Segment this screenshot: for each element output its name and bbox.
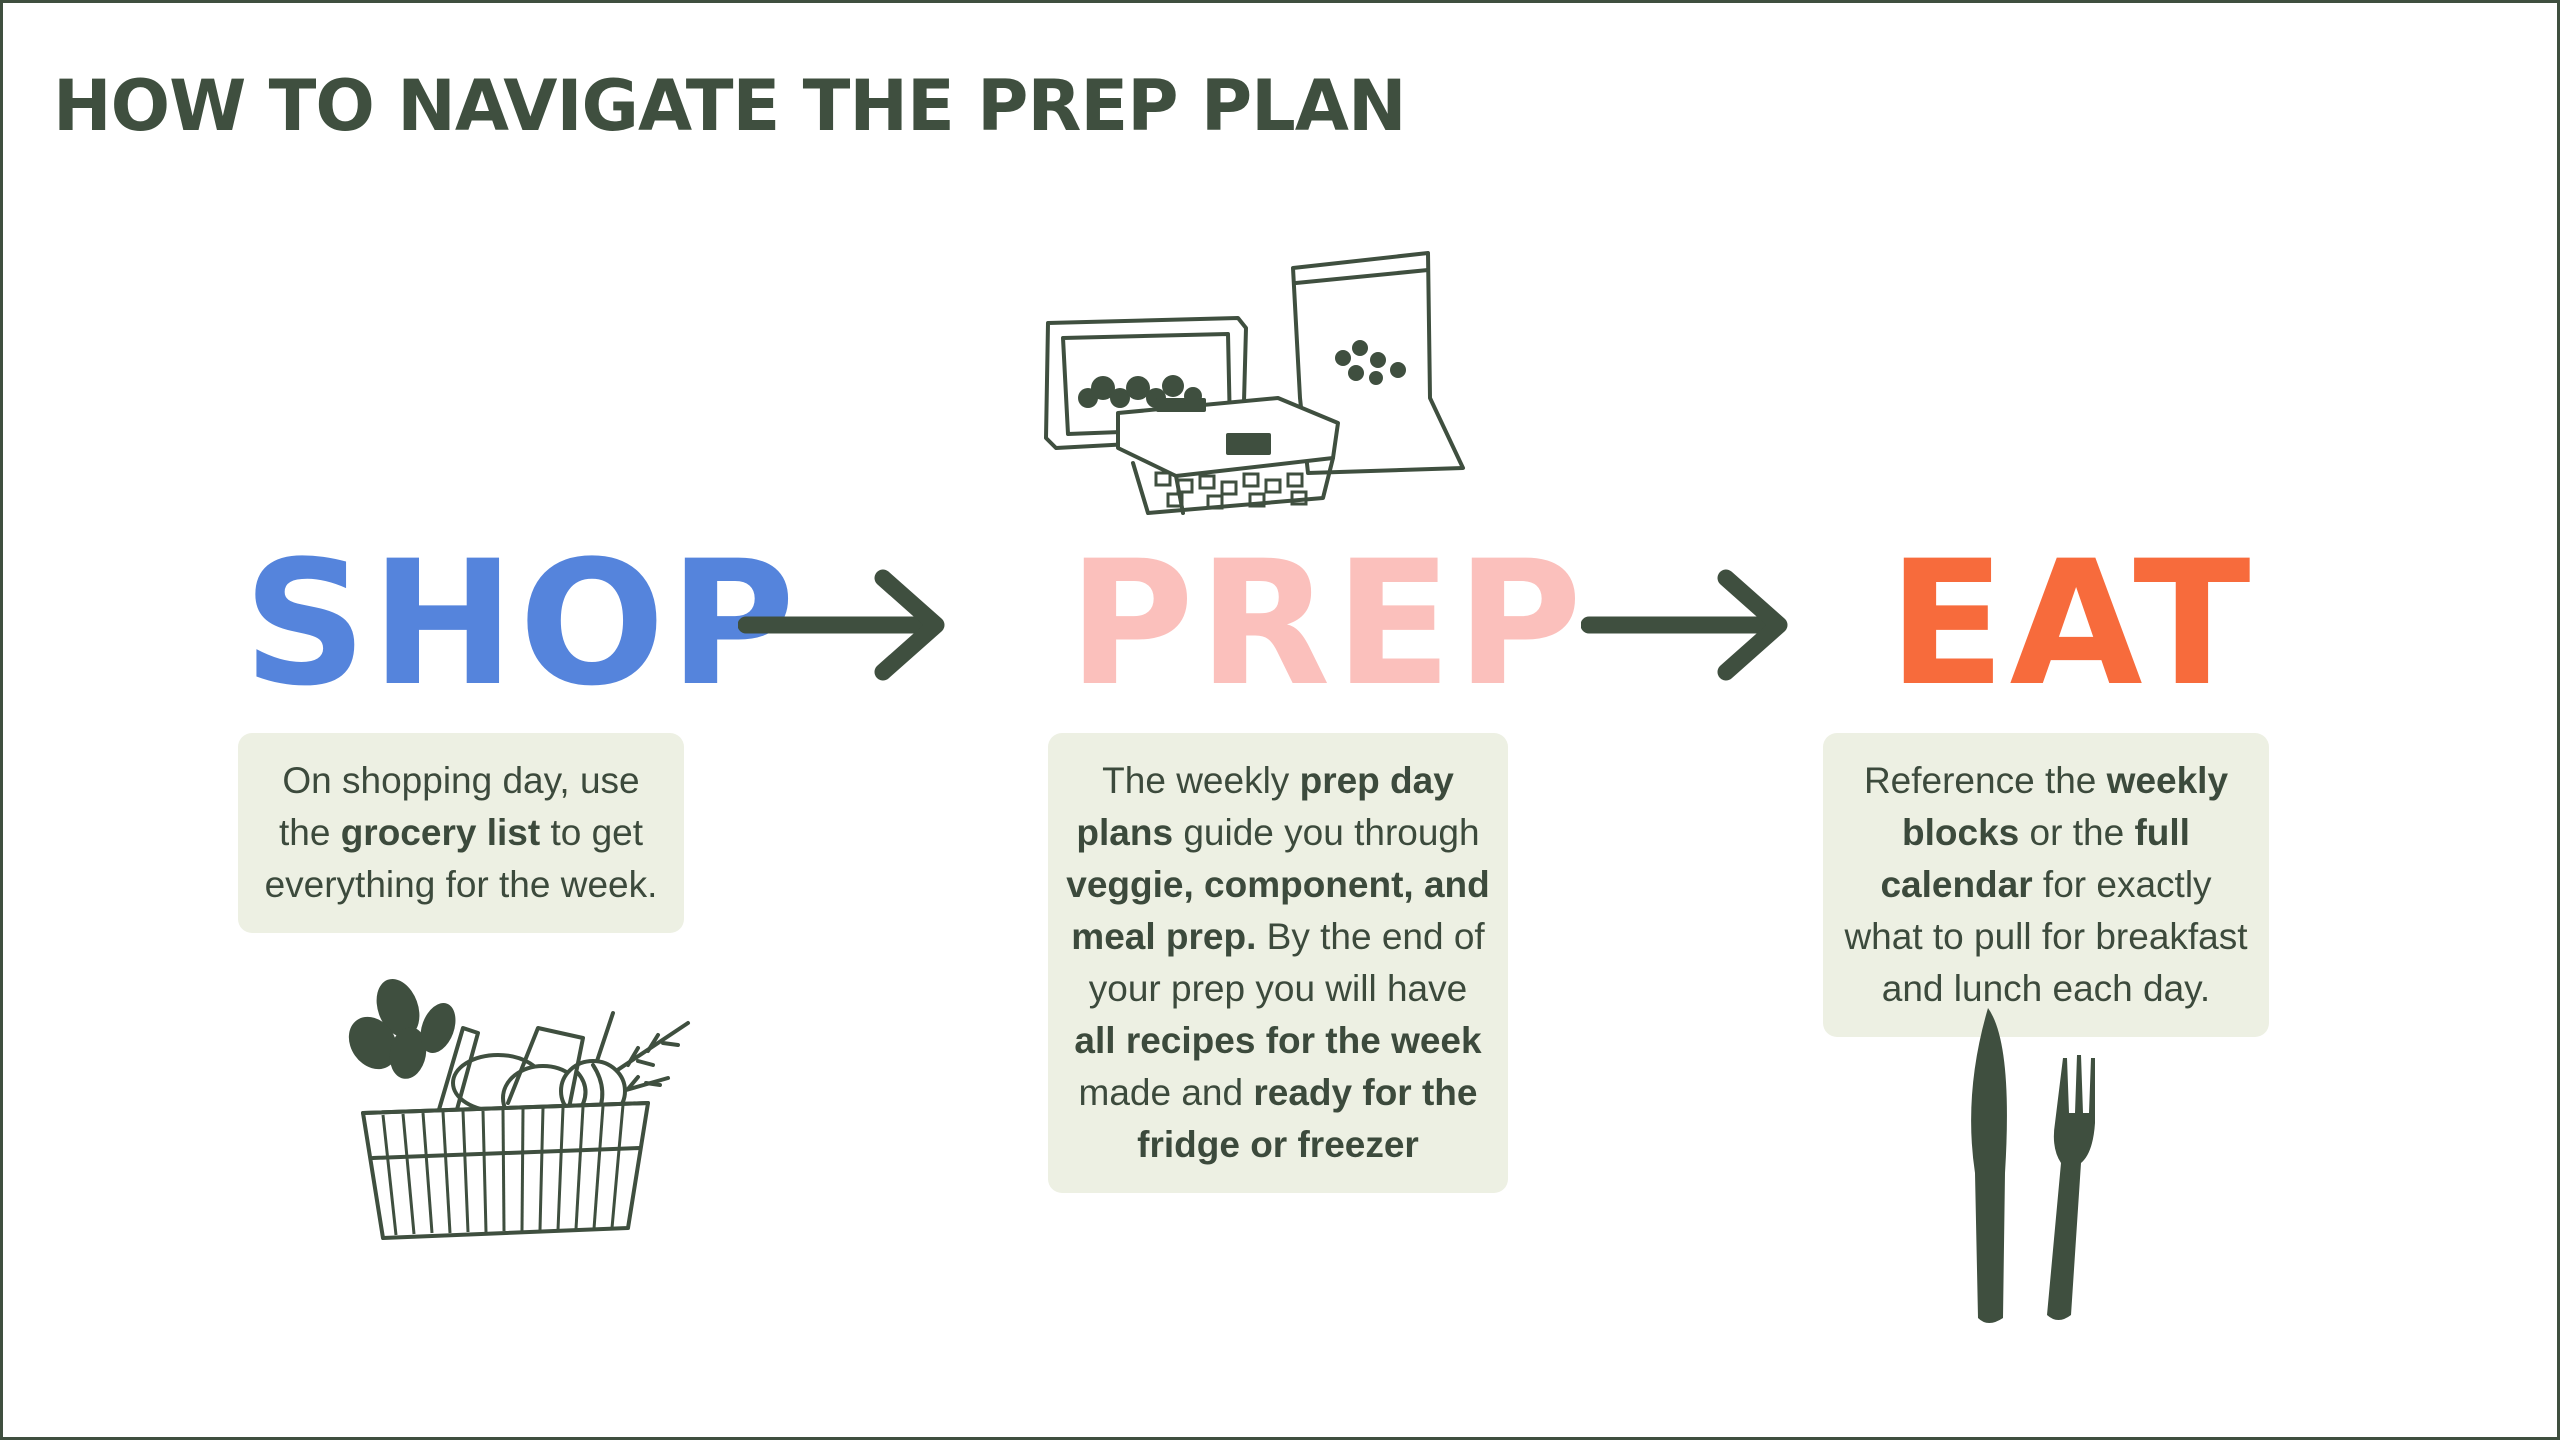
body-text: Reference the <box>1863 760 2107 801</box>
arrow-right-icon <box>1581 569 1788 681</box>
emphasis-text: all recipes for the week <box>1074 1020 1482 1061</box>
emphasis-text: prep day plans <box>1076 760 1454 853</box>
body-text: The weekly <box>1102 760 1300 801</box>
step-eat-description: Reference the weekly blocks or the full … <box>1823 733 2269 1037</box>
body-text: for exactly what to pull for breakfast a… <box>1844 864 2248 1009</box>
emphasis-text: ready for the fridge or freezer <box>1137 1072 1478 1165</box>
body-text: to get everything for the week. <box>264 812 658 905</box>
step-shop-description: On shopping day, use the grocery list to… <box>238 733 684 933</box>
emphasis-text: full calendar <box>1880 812 2190 905</box>
grocery-basket-icon <box>348 978 690 1240</box>
body-text: On shopping day, use the <box>278 760 640 853</box>
step-shop-title: SHOP <box>243 523 800 724</box>
emphasis-text: weekly blocks <box>1902 760 2229 853</box>
step-prep-description: The weekly prep day plans guide you thro… <box>1048 733 1508 1193</box>
body-text: made and <box>1078 1072 1254 1113</box>
body-text: guide you through <box>1173 812 1480 853</box>
emphasis-text: veggie, component, and meal prep. <box>1066 864 1490 957</box>
step-prep-title: PREP <box>1068 523 1587 724</box>
body-text: By the end of your prep you will have <box>1088 916 1485 1009</box>
body-text: or the <box>2019 812 2135 853</box>
meal-prep-containers-icon <box>1044 251 1465 515</box>
knife-fork-icon <box>1971 1008 2095 1323</box>
arrow-right-icon <box>738 569 945 681</box>
page-title: HOW TO NAVIGATE THE PREP PLAN <box>53 65 1407 147</box>
step-eat-title: EAT <box>1888 523 2255 724</box>
emphasis-text: grocery list <box>340 812 541 853</box>
